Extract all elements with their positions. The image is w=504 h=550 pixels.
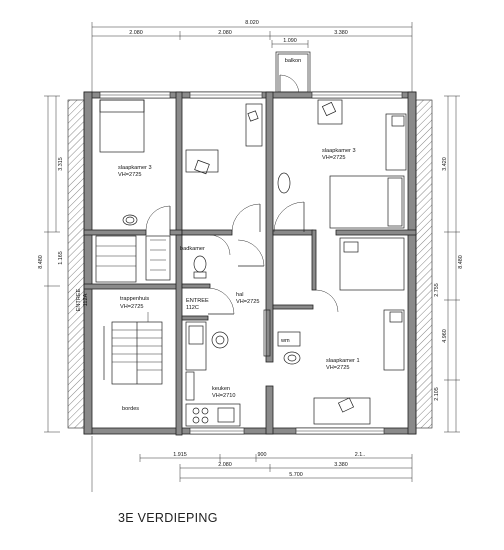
- dim-right-lower: 4.960: [442, 329, 448, 343]
- dim-bottom-total: 5.700: [289, 472, 303, 478]
- keuken-name: keuken: [212, 386, 230, 392]
- room-keuken: keuken VH=2710: [185, 321, 241, 427]
- windows: [99, 91, 403, 435]
- bottom-dimension-lines: 1.915 900 2.1.. 2.080 3.380 5.700: [91, 436, 413, 492]
- right-dimension-lines: 3.420 8.480 2.755 4.960 2.105: [434, 95, 464, 433]
- dim-right-mid: 2.755: [434, 283, 440, 297]
- slaapkamer-right-top-name: slaapkamer 3: [322, 148, 356, 154]
- top-dimension-lines: 8.020 2.080 2.080 3.380 1.090: [91, 20, 413, 95]
- dim-top-seg-3: 3.380: [334, 30, 348, 36]
- dim-top-seg-1: 2.080: [129, 30, 143, 36]
- dim-bottom-seg-3: 2.1..: [355, 452, 366, 458]
- trappenhuis-vh: VH=2725: [120, 304, 143, 310]
- balkon-label: balkon: [285, 58, 301, 64]
- room-badkamer: badkamer: [145, 234, 231, 281]
- dim-left-overall: 8.480: [38, 255, 44, 269]
- room-entree-center: ENTREE 112C: [186, 287, 235, 315]
- dim-bottom-seg-2: 900: [258, 452, 267, 458]
- slaapkamer-left-name: slaapkamer 3: [118, 165, 152, 171]
- dim-right-bottom: 2.105: [434, 387, 440, 401]
- badkamer-label: badkamer: [180, 246, 205, 252]
- room-trappenhuis: trappenhuis VH=2725 ENTREE 112A bordes: [76, 235, 163, 412]
- hal-vh: VH=2725: [236, 299, 259, 305]
- entree-center-code: 112C: [186, 305, 199, 311]
- entree-side-name: ENTREE: [76, 288, 82, 311]
- dim-top-seg-2: 2.080: [218, 30, 232, 36]
- room-slaapkamer-right-top: slaapkamer 3 VH=2725: [273, 99, 407, 233]
- interior-walls: [83, 91, 417, 436]
- keuken-vh: VH=2710: [212, 393, 235, 399]
- room-middle-top: [185, 103, 291, 233]
- slaapkamer-left-vh: VH=2725: [118, 172, 141, 178]
- entree-center-name: ENTREE: [186, 298, 209, 304]
- entree-side-code: 112A: [83, 293, 89, 306]
- bordes-label: bordes: [122, 406, 139, 412]
- dim-right-overall: 8.480: [458, 255, 464, 269]
- dim-right-upper: 3.420: [442, 157, 448, 171]
- outer-walls: [67, 91, 433, 435]
- dim-bottom-seg-1: 1.915: [173, 452, 187, 458]
- hal-name: hal: [236, 292, 243, 298]
- dim-top-total: 8.020: [245, 20, 259, 26]
- dim-left-upper: 3.315: [58, 157, 64, 171]
- left-dimension-lines: 8.480 3.315 1.165: [38, 95, 64, 433]
- room-slaapkamer-left: slaapkamer 3 VH=2725: [99, 99, 171, 231]
- room-slaapkamer-right-bottom: wm slaapkamer 1 VH=2725: [277, 237, 405, 425]
- room-hal: hal VH=2725: [236, 239, 271, 357]
- dim-bottom-seg-4: 2.080: [218, 462, 232, 468]
- dim-bottom-seg-5: 3.380: [334, 462, 348, 468]
- floor-caption: 3E VERDIEPING: [118, 511, 218, 525]
- balkon: balkon: [275, 51, 311, 95]
- wm-label: wm: [280, 338, 290, 344]
- trappenhuis-name: trappenhuis: [120, 296, 149, 302]
- slaapkamer-right-bottom-vh: VH=2725: [326, 365, 349, 371]
- slaapkamer-right-top-vh: VH=2725: [322, 155, 345, 161]
- dim-balkon-width: 1.090: [283, 38, 297, 44]
- dim-left-mid: 1.165: [58, 251, 64, 265]
- slaapkamer-right-bottom-name: slaapkamer 1: [326, 358, 360, 364]
